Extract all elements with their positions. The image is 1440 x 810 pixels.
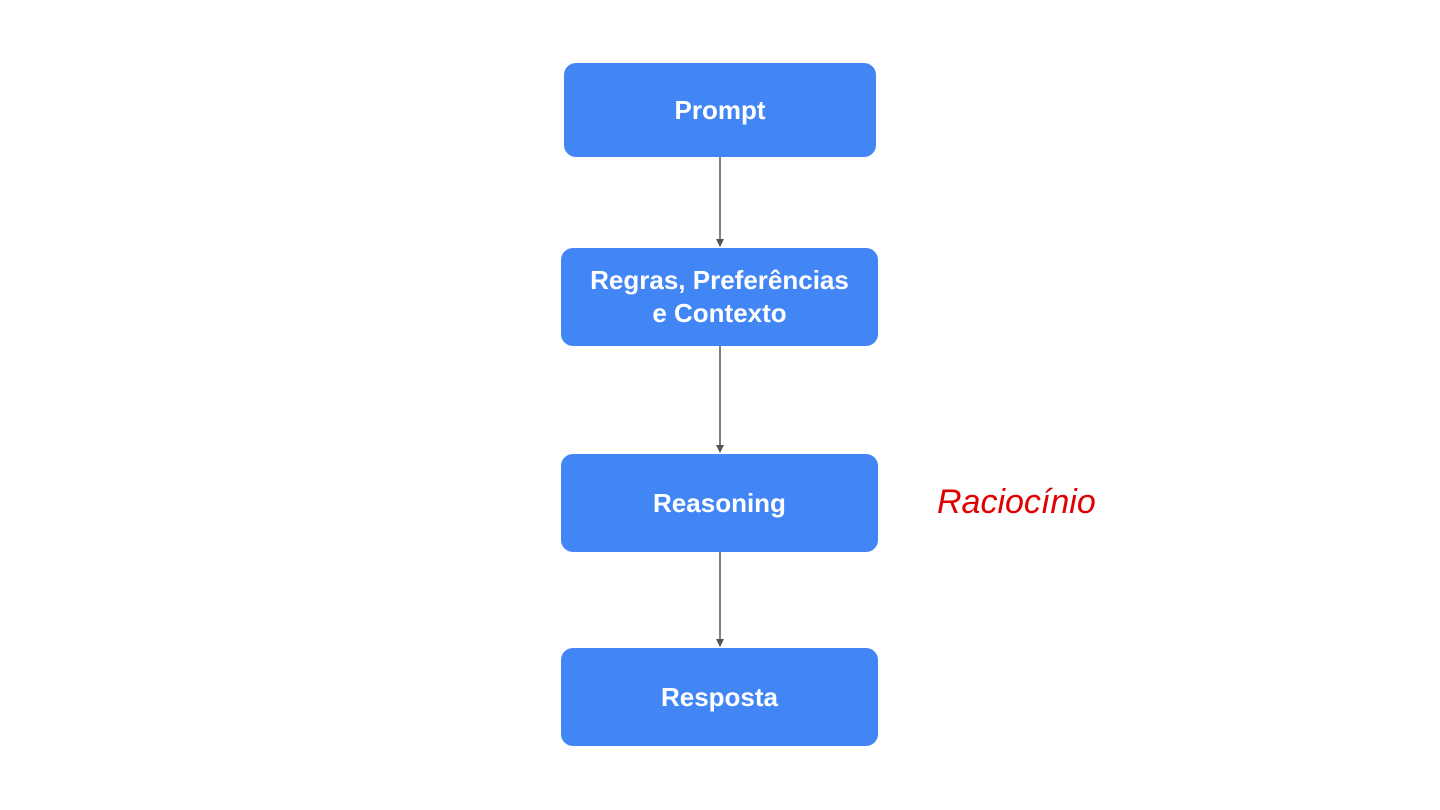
node-response: Resposta (561, 648, 878, 746)
node-rules-label-line-2: e Contexto (652, 298, 787, 328)
node-rules-label-line-1: Regras, Preferências (590, 265, 849, 295)
node-reasoning: Reasoning (561, 454, 878, 552)
reasoning-annotation: Raciocínio (937, 483, 1096, 521)
node-rules-preferences-context: Regras, Preferências e Contexto (561, 248, 878, 346)
node-prompt-label: Prompt (674, 94, 766, 125)
node-response-label: Resposta (660, 681, 779, 712)
node-prompt: Prompt (564, 63, 876, 157)
node-reasoning-label: Reasoning (653, 487, 786, 518)
